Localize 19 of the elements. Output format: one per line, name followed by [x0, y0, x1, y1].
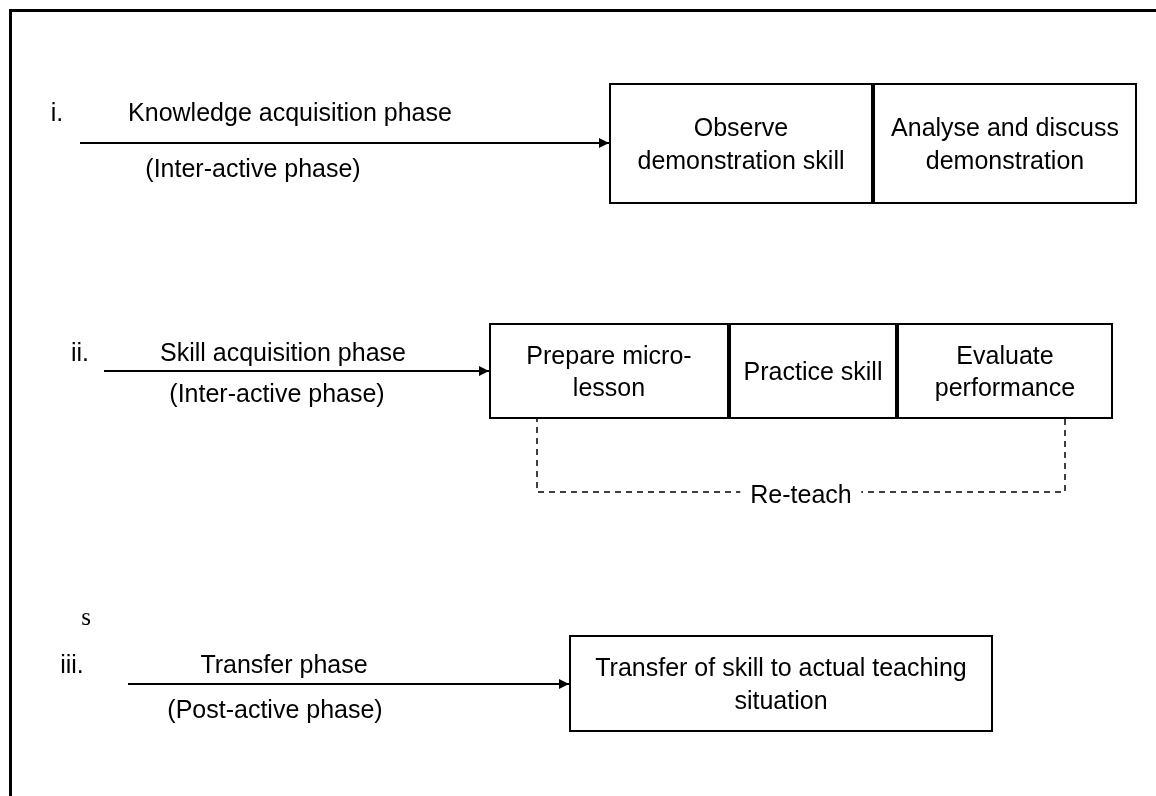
process-box: Observe demonstration skill — [609, 83, 873, 204]
process-box: Prepare micro-lesson — [489, 323, 729, 419]
process-box: Transfer of skill to actual teaching situation — [569, 635, 993, 732]
process-box: Analyse and discuss demonstration — [873, 83, 1137, 204]
text-label: (Inter-active phase) — [169, 378, 385, 408]
text-label: s — [81, 602, 91, 632]
edge-label: Transfer phase — [200, 649, 368, 679]
text-label: iii. — [60, 649, 84, 679]
process-box: Evaluate performance — [897, 323, 1113, 419]
arrow — [79, 138, 610, 148]
edge-label: Skill acquisition phase — [160, 337, 406, 367]
edge-label: Knowledge acquisition phase — [128, 97, 452, 127]
text-label: ii. — [70, 337, 90, 367]
process-box: Practice skill — [729, 323, 897, 419]
arrow — [103, 366, 490, 376]
text-label: i. — [50, 97, 64, 127]
text-label: (Post-active phase) — [167, 694, 383, 724]
arrow — [127, 679, 570, 689]
text-label: (Inter-active phase) — [145, 153, 361, 183]
